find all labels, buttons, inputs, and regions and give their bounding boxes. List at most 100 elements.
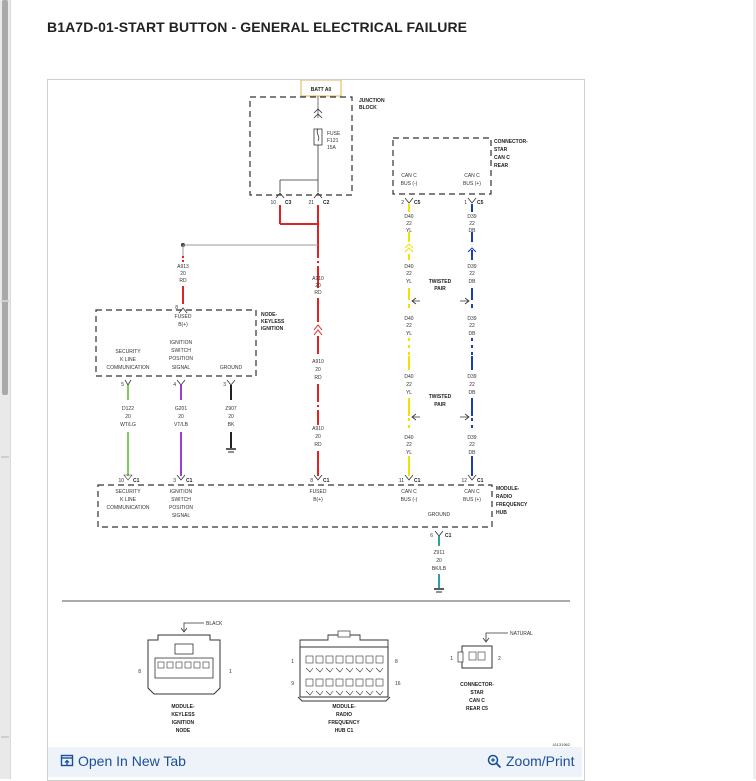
hub-ground: GROUND bbox=[428, 512, 451, 518]
can-wire-labels: D40 22 YL D39 22 DB D40 22 YL D39 22 DB … bbox=[404, 214, 476, 456]
wire-d122-color: WT/LG bbox=[120, 422, 136, 428]
pin-symbol bbox=[176, 474, 186, 481]
node-pin-top: 8 bbox=[175, 305, 178, 311]
jb-pin-num: 21 bbox=[308, 200, 314, 206]
svg-text:YL: YL bbox=[406, 450, 412, 456]
svg-text:D40: D40 bbox=[404, 264, 413, 270]
node-keyless-box bbox=[95, 309, 257, 377]
wire-z911-label: Z911 bbox=[433, 550, 444, 556]
svg-text:STAR: STAR bbox=[470, 690, 484, 696]
hub-pin: 10 bbox=[118, 478, 124, 484]
wiring-diagram: BATT A0 JUNCTION BLOCK FUSE F121 15A 10 … bbox=[47, 79, 585, 781]
svg-text:D40: D40 bbox=[404, 214, 413, 220]
hub-pin-conn: C1 bbox=[477, 478, 484, 484]
twisted-pair-label: PAIR bbox=[434, 402, 446, 408]
star-right-1: CAN C bbox=[464, 173, 480, 179]
svg-text:8: 8 bbox=[138, 669, 141, 675]
node-fused-2: B(+) bbox=[178, 322, 188, 328]
hub-pin: 12 bbox=[461, 478, 467, 484]
wire-a913-gauge: 20 bbox=[180, 271, 186, 277]
hub-label-2: RADIO bbox=[496, 494, 512, 500]
hub-pin-conn: C1 bbox=[414, 478, 421, 484]
pin-symbol bbox=[123, 474, 133, 481]
svg-text:D39: D39 bbox=[467, 214, 476, 220]
star-label-1: CONNECTOR- bbox=[494, 139, 528, 145]
svg-text:D39: D39 bbox=[467, 435, 476, 441]
star-label-3: CAN C bbox=[494, 155, 510, 161]
connector-radio-frequency-hub: 1 9 8 16 MODULE- RADIO FREQUENCY HUB C1 bbox=[291, 630, 401, 734]
svg-text:D40: D40 bbox=[404, 435, 413, 441]
hub-sec-2: K LINE bbox=[120, 497, 137, 503]
zoom-print-button[interactable]: Zoom/Print bbox=[487, 753, 574, 769]
svg-text:22: 22 bbox=[469, 323, 475, 329]
wire-g201-color: VT/LB bbox=[174, 422, 189, 428]
svg-text:22: 22 bbox=[469, 382, 475, 388]
twisted-pair-arrows bbox=[411, 413, 470, 421]
pin-symbol bbox=[124, 379, 132, 386]
svg-text:YL: YL bbox=[406, 228, 412, 234]
open-new-tab-label: Open In New Tab bbox=[78, 753, 186, 769]
figure-id: 41131962 bbox=[553, 742, 571, 747]
node-ground: GROUND bbox=[220, 365, 243, 371]
junction-label-2: BLOCK bbox=[359, 105, 377, 111]
svg-text:1: 1 bbox=[229, 669, 232, 675]
hub-ign-2: SWITCH bbox=[171, 497, 191, 503]
hub-ign-4: SIGNAL bbox=[172, 513, 191, 519]
batt-box bbox=[300, 80, 342, 97]
node-ign-4: SIGNAL bbox=[172, 365, 191, 371]
pin-symbol bbox=[176, 379, 186, 386]
fuse-element bbox=[316, 128, 320, 142]
hub-ign-1: IGNITION bbox=[170, 489, 193, 495]
svg-text:22: 22 bbox=[406, 271, 412, 277]
scrollbar-thumb[interactable] bbox=[2, 0, 8, 395]
svg-text:9: 9 bbox=[291, 681, 294, 687]
hub-pin: 11 bbox=[399, 478, 404, 484]
wire-a910-gauge: 20 bbox=[315, 283, 321, 289]
pin-symbol bbox=[178, 307, 188, 314]
wire-z907-label: Z907 bbox=[225, 406, 237, 412]
diagram-toolbar: Open In New Tab Zoom/Print bbox=[48, 747, 582, 777]
svg-text:22: 22 bbox=[469, 442, 475, 448]
svg-text:8: 8 bbox=[395, 659, 398, 665]
wire-z911-gauge: 20 bbox=[436, 558, 442, 564]
hub-canm-1: CAN C bbox=[401, 489, 417, 495]
svg-text:YL: YL bbox=[406, 390, 412, 396]
jb-pin-num: 10 bbox=[270, 200, 276, 206]
svg-text:22: 22 bbox=[469, 271, 475, 277]
svg-text:IGNITION: IGNITION bbox=[172, 720, 195, 726]
hub-ground-conn: C1 bbox=[445, 533, 452, 539]
svg-text:HUB C1: HUB C1 bbox=[335, 728, 354, 734]
node-label-1: NODE- bbox=[261, 312, 277, 318]
zoom-print-label: Zoom/Print bbox=[506, 753, 575, 769]
connector-arrow bbox=[313, 324, 323, 336]
wire-a910-color: RD bbox=[314, 442, 322, 448]
zoom-icon bbox=[487, 754, 502, 768]
connector-star-can-c-rear: NATURAL 1 2 CONNECTOR- STAR CAN C REAR C… bbox=[450, 631, 533, 712]
star-pin: 2 bbox=[401, 200, 404, 206]
connector-star-box bbox=[392, 137, 492, 195]
wire-g201-gauge: 20 bbox=[178, 414, 184, 420]
node-ign-1: IGNITION bbox=[170, 340, 193, 346]
hub-module-box bbox=[97, 484, 493, 528]
hub-fused-2: B(+) bbox=[313, 497, 323, 503]
svg-text:16: 16 bbox=[395, 681, 401, 687]
star-pin: 1 bbox=[464, 200, 467, 206]
svg-text:DB: DB bbox=[469, 450, 477, 456]
node-pin: 5 bbox=[121, 382, 124, 388]
batt-label: BATT A0 bbox=[311, 87, 332, 93]
fuse-label-1: FUSE bbox=[327, 131, 341, 137]
wire-a910-color: RD bbox=[314, 375, 322, 381]
hub-label-1: MODULE- bbox=[496, 486, 520, 492]
hub-canm-2: BUS (-) bbox=[401, 497, 418, 503]
svg-text:KEYLESS: KEYLESS bbox=[171, 712, 195, 718]
wire-a910-label: A910 bbox=[312, 426, 324, 432]
open-new-tab-button[interactable]: Open In New Tab bbox=[60, 753, 186, 769]
left-scrollbar[interactable] bbox=[0, 0, 11, 779]
hub-pin-conn: C1 bbox=[133, 478, 140, 484]
star-left-2: BUS (-) bbox=[401, 181, 418, 187]
star-label-2: STAR bbox=[494, 147, 508, 153]
hub-canp-1: CAN C bbox=[464, 489, 480, 495]
svg-text:REAR C5: REAR C5 bbox=[466, 706, 488, 712]
fuse-arrow bbox=[313, 113, 323, 119]
wire-a910-color: RD bbox=[314, 290, 322, 296]
